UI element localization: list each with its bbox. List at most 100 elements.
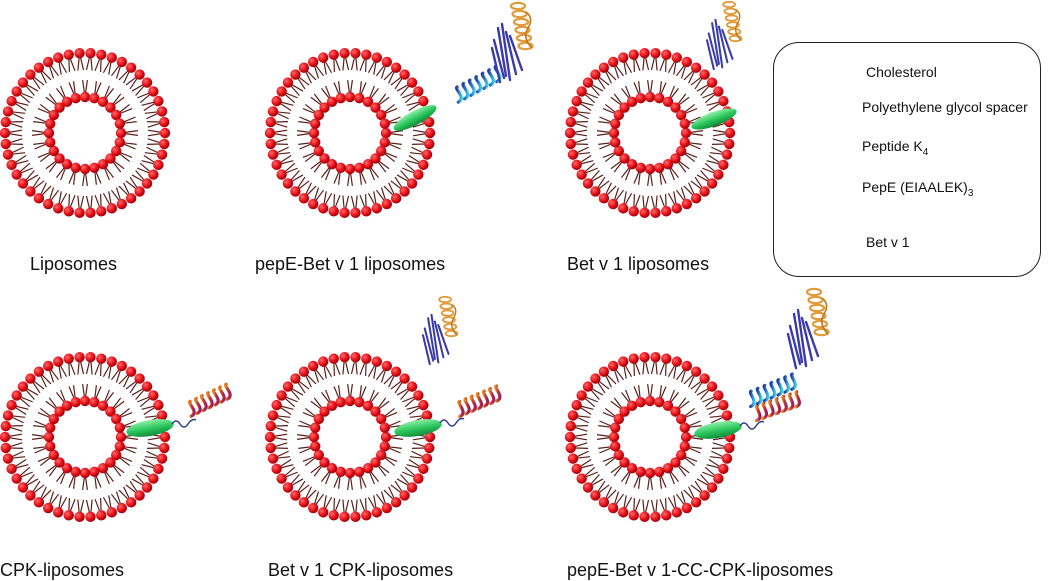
legend-label-bet-v1: Bet v 1 [866, 234, 910, 250]
lipid-head [407, 178, 417, 188]
liposome-cpk [0, 352, 170, 522]
lipid-head [608, 57, 618, 67]
lipid-head [265, 432, 275, 442]
lipid-head [64, 49, 74, 59]
legend-label-pepe-text: PepE (EIAALEK) [862, 179, 968, 195]
lipid-head [329, 49, 339, 59]
lipid-head [722, 453, 732, 463]
lipid-head [680, 118, 690, 128]
pepe-helix [750, 374, 795, 406]
lipid-head [25, 373, 35, 383]
lipid-head [682, 57, 692, 67]
lipid-head [382, 361, 392, 371]
lipid-head [361, 49, 371, 59]
helix-turn [489, 70, 494, 85]
lipid-head [399, 490, 409, 500]
lipid-head [6, 96, 16, 106]
lipid-head [290, 373, 300, 383]
lipid-head [25, 490, 35, 500]
lipid-head [718, 464, 728, 474]
lipid-head [309, 128, 319, 138]
helix-turn [764, 385, 768, 400]
helix-turn [796, 392, 800, 407]
lipid-head [265, 128, 275, 138]
lipid-head [276, 86, 286, 96]
alpha-helix-turn [444, 324, 456, 329]
lipid-head [271, 400, 281, 410]
helix-turn [476, 77, 481, 92]
lipid-head [413, 473, 423, 483]
lipid-head [399, 69, 409, 79]
lipid-head [1, 117, 11, 127]
alpha-helix-turn [809, 297, 823, 303]
lipid-head [53, 52, 63, 62]
lipid-head [142, 178, 152, 188]
lipid-head [115, 422, 125, 432]
lipid-head [53, 507, 63, 517]
legend-label-pepe: PepE (EIAALEK)3 [862, 179, 973, 199]
lipid-head [339, 352, 349, 362]
lipid-head [699, 490, 709, 500]
alpha-helix-turn [511, 3, 525, 9]
helix-turn [783, 396, 787, 411]
lipid-head [308, 361, 318, 371]
lipid-head [160, 128, 170, 138]
lipid-head [1, 443, 11, 453]
lipid-head [153, 96, 163, 106]
lipid-head [672, 203, 682, 213]
lipid-head [329, 510, 339, 520]
lipid-head [70, 397, 80, 407]
lipid-head [681, 128, 691, 138]
lipid-head [707, 178, 717, 188]
lipid-head [424, 139, 434, 149]
helix-turn [483, 391, 487, 406]
lipid-head [345, 164, 355, 174]
lipid-head [608, 361, 618, 371]
lipid-head [682, 361, 692, 371]
lipid-head [629, 49, 639, 59]
lipid-head [11, 86, 21, 96]
lipid-head [80, 164, 90, 174]
lipid-head [157, 149, 167, 159]
peg-spacer [172, 420, 196, 428]
lipid-head [722, 410, 732, 420]
beta-strand [423, 335, 430, 364]
lipid-head [599, 193, 609, 203]
lipid-head [661, 206, 671, 216]
lipid-head [96, 49, 106, 59]
lipid-head [34, 497, 44, 507]
lipid-head [126, 366, 136, 376]
helix-turn [776, 399, 780, 414]
lipid-head [391, 62, 401, 72]
lipid-head [576, 169, 586, 179]
lipid-head [18, 178, 28, 188]
helix-turn [496, 386, 500, 401]
helix-turn [189, 401, 194, 416]
alpha-helix-turn [439, 297, 451, 302]
lipid-head [107, 203, 117, 213]
lipid-head [148, 86, 158, 96]
lipid-head [407, 482, 417, 492]
lipid-head [117, 57, 127, 67]
lipid-head [276, 169, 286, 179]
lipid-head [70, 93, 80, 103]
lipid-head [64, 353, 74, 363]
lipid-head [718, 160, 728, 170]
lipid-head [418, 400, 428, 410]
lipid-head [608, 199, 618, 209]
lipid-head [372, 203, 382, 213]
lipid-head [610, 137, 620, 147]
lipid-head [6, 400, 16, 410]
lipid-head [116, 432, 126, 442]
lipid-head [380, 118, 390, 128]
helix-turn [785, 377, 789, 392]
lipid-head [422, 149, 432, 159]
lipid-head [565, 432, 575, 442]
helix-turn [457, 87, 462, 102]
lipid-head [96, 353, 106, 363]
alpha-helix-turn [442, 310, 454, 315]
lipid-head [661, 510, 671, 520]
panel-6-decorations [693, 289, 829, 442]
lipid-head [335, 397, 345, 407]
lipid-head [85, 208, 95, 218]
